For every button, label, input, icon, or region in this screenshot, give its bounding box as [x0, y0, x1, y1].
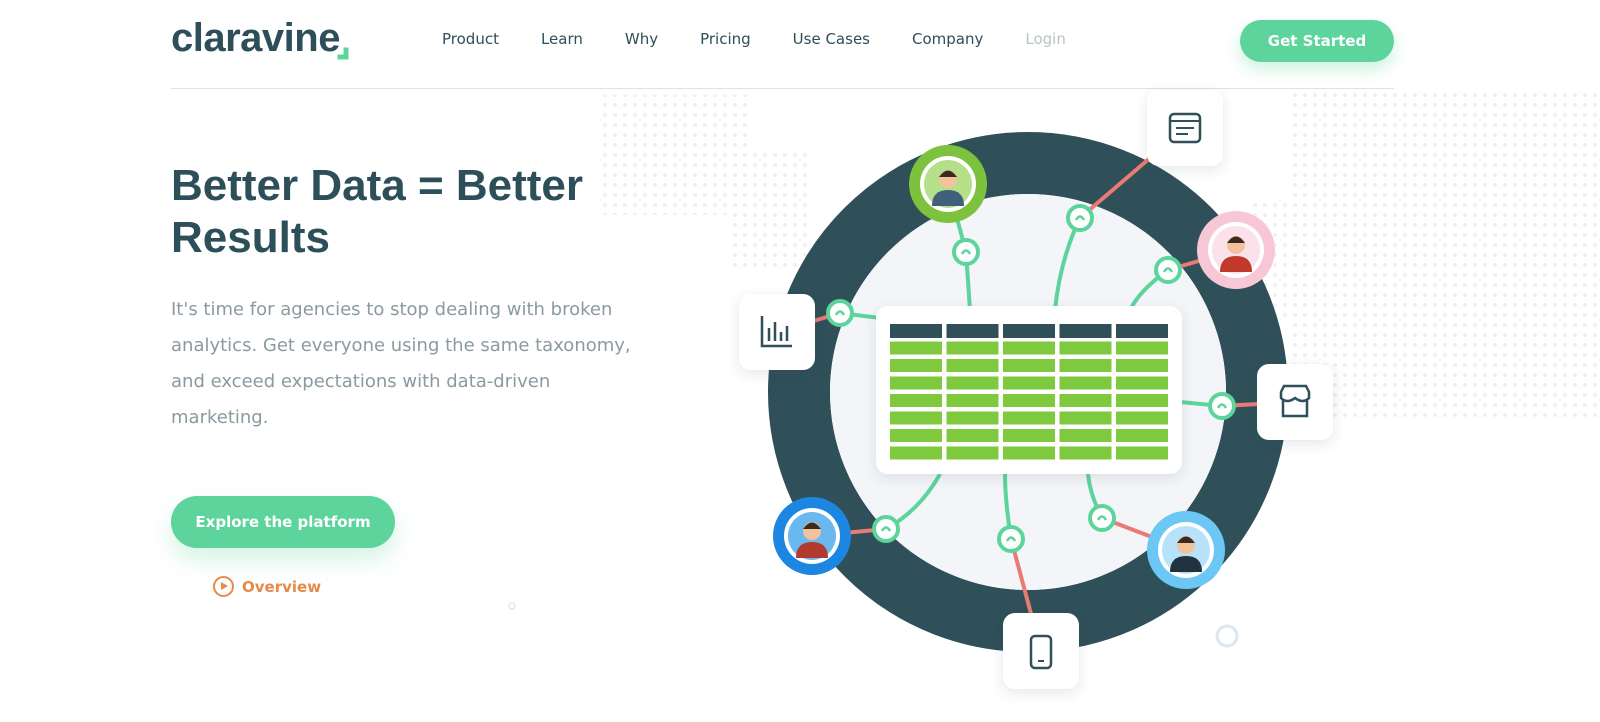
bar-chart-icon-card — [739, 294, 815, 370]
nav-product[interactable]: Product — [442, 30, 499, 48]
table-header-cell — [1059, 324, 1112, 338]
table-header-cell — [890, 324, 942, 338]
link-icon — [1005, 536, 1017, 542]
link-icon — [880, 526, 892, 532]
nav-login[interactable]: Login — [1025, 30, 1066, 48]
link-icon — [1096, 515, 1108, 521]
table-cell — [1003, 411, 1055, 425]
get-started-button[interactable]: Get Started — [1240, 20, 1394, 62]
table-cell — [946, 359, 999, 372]
decorative-circle — [1215, 624, 1239, 648]
table-cell — [1116, 394, 1168, 407]
decorative-dot — [508, 602, 516, 610]
main-nav: Product Learn Why Pricing Use Cases Comp… — [442, 30, 1108, 48]
avatar — [1147, 511, 1225, 589]
overview-link[interactable]: Overview — [213, 576, 321, 597]
table-cell — [890, 359, 942, 372]
mobile-icon-card — [1003, 613, 1079, 689]
table-cell — [1003, 394, 1055, 407]
table-cell — [1059, 341, 1112, 355]
nav-why[interactable]: Why — [624, 30, 659, 48]
table-cell — [1059, 376, 1112, 390]
table-cell — [1059, 411, 1112, 425]
table-cell — [1003, 429, 1055, 442]
table-cell — [1059, 359, 1112, 372]
connector-node — [872, 515, 900, 543]
link-icon — [834, 310, 846, 316]
table-cell — [946, 341, 999, 355]
table-cell — [890, 411, 942, 425]
store-icon-card — [1257, 364, 1333, 440]
table-header-cell — [946, 324, 999, 338]
connector-node — [1208, 392, 1236, 420]
table-cell — [890, 341, 942, 355]
world-map-dots — [600, 90, 1600, 420]
table-cell — [1059, 446, 1112, 460]
play-icon — [213, 576, 234, 597]
connector-node — [826, 299, 854, 327]
header-divider — [171, 88, 1394, 89]
table-cell — [946, 429, 999, 442]
table-cell — [1116, 341, 1168, 355]
table-cell — [890, 429, 942, 442]
claravine-logo[interactable]: claravine — [171, 16, 340, 60]
connector-node — [997, 525, 1025, 553]
hero-title: Better Data = Better Results — [171, 161, 584, 262]
avatar — [909, 145, 987, 223]
table-cell — [1003, 359, 1055, 372]
table-cell — [1116, 429, 1168, 442]
table-cell — [946, 446, 999, 460]
hero-subtitle: It's time for agencies to stop dealing w… — [171, 299, 631, 428]
nav-learn[interactable]: Learn — [540, 30, 583, 48]
table-cell — [1116, 411, 1168, 425]
table-header-cell — [1116, 324, 1168, 338]
browser-icon-card — [1147, 90, 1223, 166]
link-icon — [1162, 267, 1174, 273]
data-table-card — [876, 306, 1182, 474]
table-cell — [890, 376, 942, 390]
connector-node — [1088, 504, 1116, 532]
nav-use-cases[interactable]: Use Cases — [792, 30, 870, 48]
link-icon — [1074, 215, 1086, 221]
table-cell — [946, 411, 999, 425]
explore-platform-button[interactable]: Explore the platform — [171, 496, 395, 548]
table-cell — [1116, 359, 1168, 372]
avatar — [773, 497, 851, 575]
overview-label: Overview — [242, 577, 322, 596]
table-cell — [1116, 446, 1168, 460]
table-header-cell — [1003, 324, 1055, 338]
table-cell — [890, 394, 942, 407]
table-cell — [1003, 446, 1055, 460]
link-icon — [960, 249, 972, 255]
connector-node — [1066, 204, 1094, 232]
connector-node — [1154, 256, 1182, 284]
table-cell — [1059, 394, 1112, 407]
table-cell — [1116, 376, 1168, 390]
table-cell — [1059, 429, 1112, 442]
table-cell — [946, 376, 999, 390]
nav-company[interactable]: Company — [912, 30, 984, 48]
table-cell — [946, 394, 999, 407]
link-icon — [1216, 403, 1228, 409]
table-cell — [1003, 376, 1055, 390]
table-cell — [890, 446, 942, 460]
nav-pricing[interactable]: Pricing — [700, 30, 751, 48]
connector-nodes — [826, 204, 1236, 553]
avatar — [1197, 211, 1275, 289]
table-cell — [1003, 341, 1055, 355]
connector-node — [952, 238, 980, 266]
